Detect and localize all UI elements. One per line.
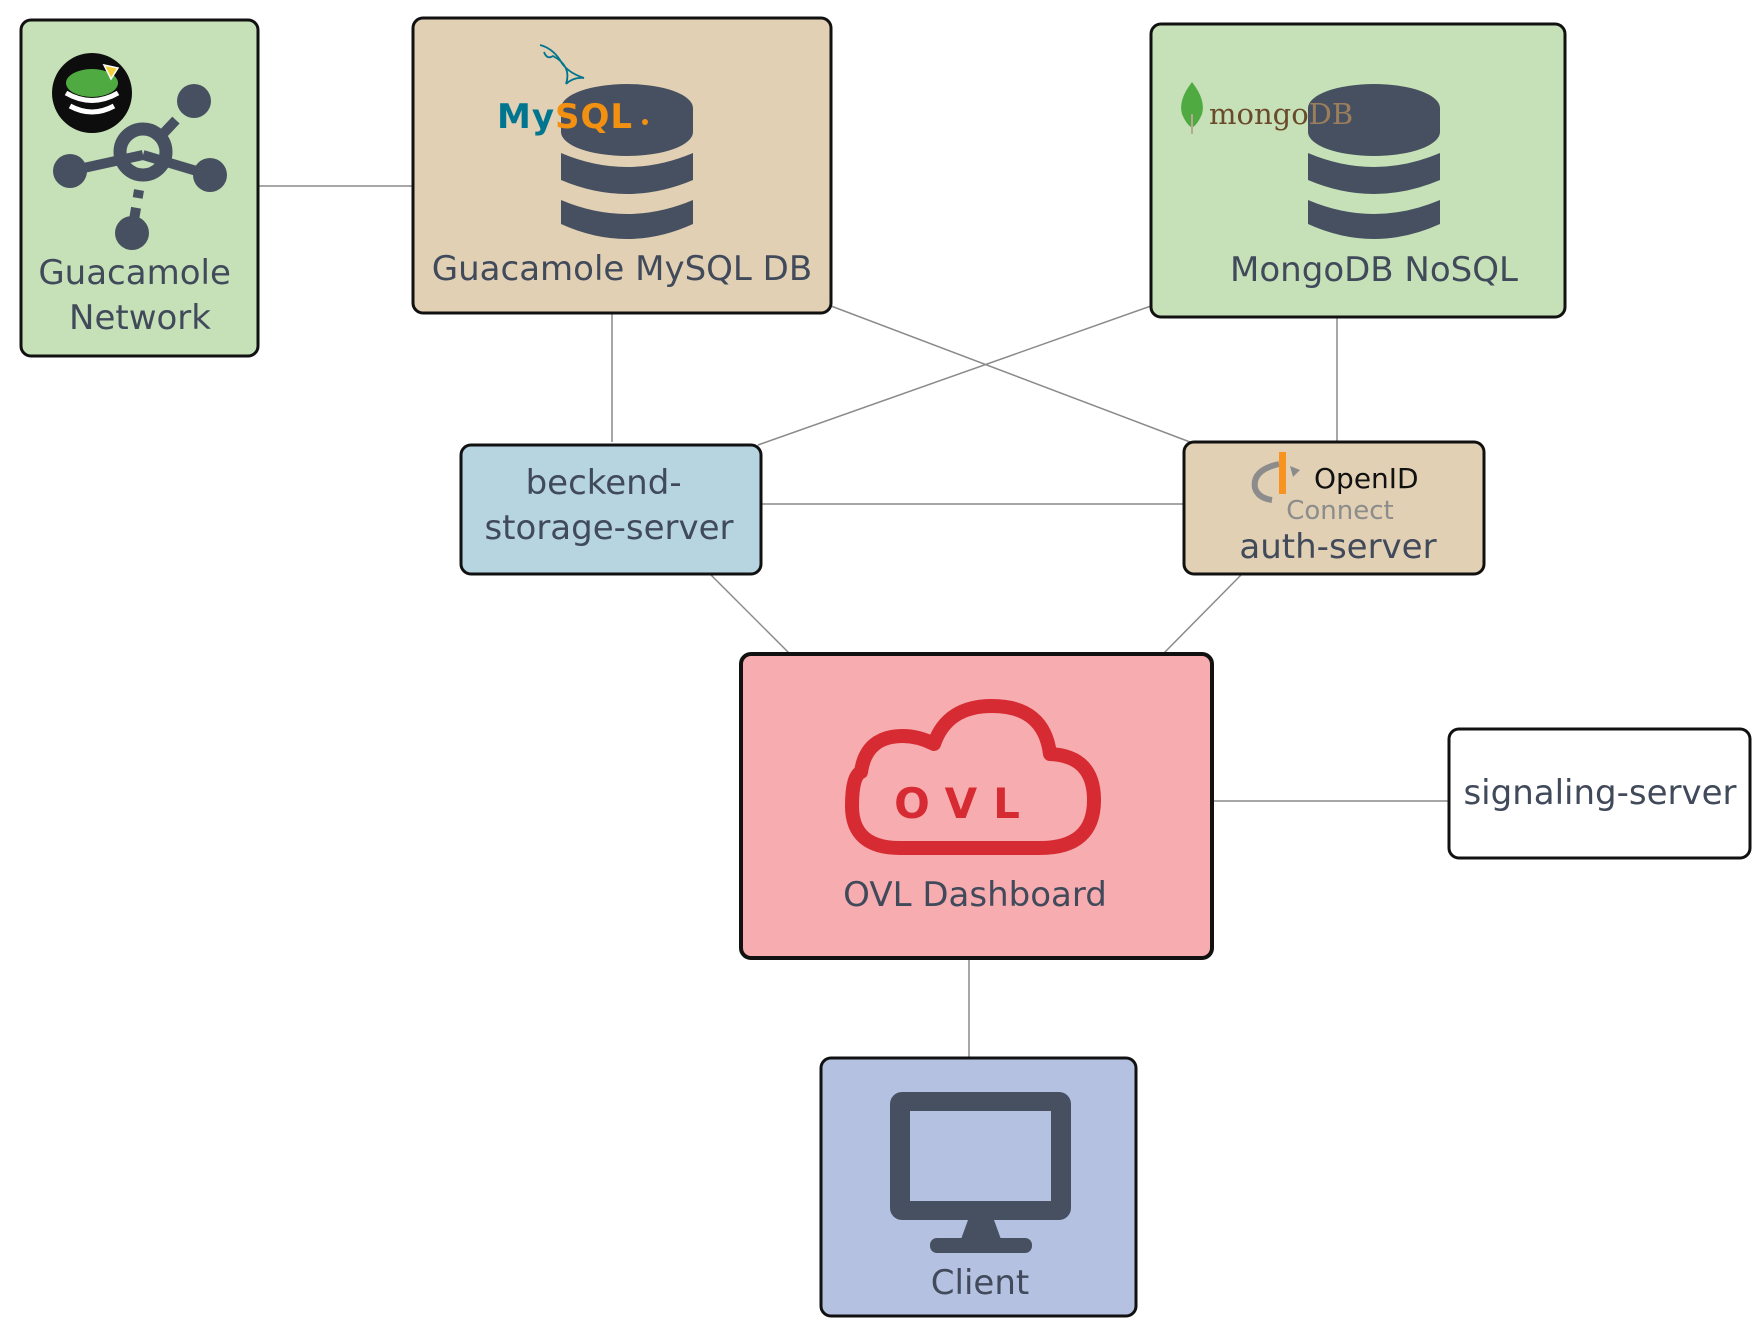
signaling-box [1447,727,1752,860]
node-mysql-db[interactable]: MySQL Guacamole MySQL DB [411,16,833,315]
edges [258,185,1449,1058]
node-ovl-dashboard[interactable]: OVL OVL Dashboard [739,652,1214,960]
client-label: Client [931,1263,1029,1303]
ovl-cloud-icon: OVL [845,699,1101,855]
mongodb-logo-text-mongo: mongo [1209,97,1309,131]
backend-label-line1: beckend- [526,463,682,503]
signaling-label: signaling-server [1463,773,1736,813]
mysql-logo-text-my: My [497,97,555,137]
svg-text:Guacamole Network: Guacamole Network [38,253,241,338]
guacamole-network-icon [52,53,227,250]
edge-auth-dashboard [1162,573,1243,655]
monitor-icon [890,1092,1071,1253]
ovl-logo-text: OVL [894,779,1036,828]
database-icon [1308,84,1440,239]
edge-mysql-auth [830,305,1191,443]
node-mongodb[interactable]: mongoDB MongoDB NoSQL [1149,22,1567,319]
svg-text:beckend- storage-server: beckend- storage-server [484,463,733,548]
mysql-box [411,16,833,315]
guacamole-label-line1: Guacamole [38,253,231,293]
mongodb-label: MongoDB NoSQL [1230,250,1518,290]
node-guacamole-network[interactable]: Guacamole Network [19,18,260,358]
database-icon [561,84,693,239]
guacamole-label-line2: Network [69,298,211,338]
mysql-logo: MySQL [497,44,648,137]
node-auth-server[interactable]: OpenID Connect auth-server [1182,440,1486,576]
openid-connect-text: Connect [1286,496,1394,526]
auth-label: auth-server [1239,527,1436,567]
mongodb-logo: mongoDB [1181,82,1353,134]
dashboard-box [739,652,1214,960]
svg-text:MySQL: MySQL [497,97,633,137]
node-backend-storage-server[interactable]: beckend- storage-server [459,443,763,576]
edge-mongodb-backend [757,305,1152,446]
node-signaling-server[interactable]: signaling-server [1447,727,1752,860]
openid-logo: OpenID Connect [1251,452,1419,526]
backend-label-line2: storage-server [484,508,733,548]
mongo-leaf-icon [1181,82,1203,128]
edge-backend-dashboard [709,573,791,655]
svg-text:mongoDB: mongoDB [1209,97,1353,131]
node-client[interactable]: Client [819,1056,1138,1318]
mongodb-logo-text-db: DB [1309,97,1354,131]
dashboard-label: OVL Dashboard [843,875,1107,915]
mysql-label: Guacamole MySQL DB [432,249,812,289]
backend-box [459,443,763,576]
openid-icon [1251,461,1280,503]
openid-logo-text: OpenID [1314,462,1419,495]
mysql-logo-text-sql: SQL [555,97,633,137]
